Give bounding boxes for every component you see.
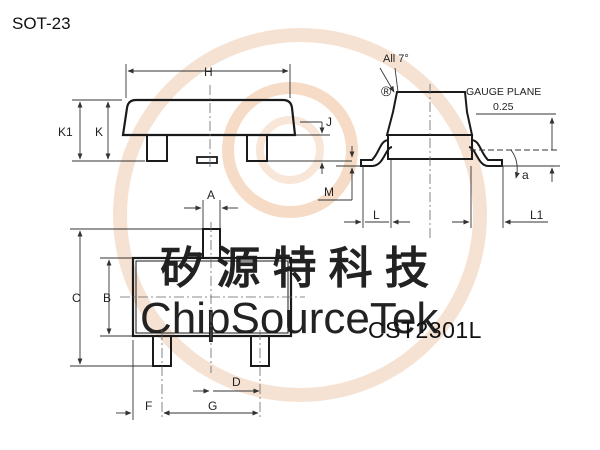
label-K1: K1 [58,125,73,139]
label-D: D [232,375,241,389]
watermark-ring [113,28,487,402]
angle-note-arrows [379,67,399,93]
end-view [360,84,503,240]
top-view [120,222,305,420]
label-C: C [72,291,81,305]
label-L1: L1 [530,208,544,222]
dimension-J [268,121,352,174]
dimension-A [184,200,238,228]
side-lead-left [146,134,168,162]
watermark-latin: ChipSourceTek [140,294,439,343]
watermark-chinese: 矽 源 特 科 技 [160,244,429,293]
side-lead-middle [196,156,218,164]
part-number: CST2301L [368,317,482,343]
label-M: M [324,185,334,199]
dimension-B [100,257,132,337]
dimension-C [70,228,202,367]
label-L: L [373,208,380,222]
gauge-plane-value: 0.25 [493,101,514,113]
label-J: J [326,115,332,129]
watermark: ® 矽 源 特 科 技 ChipSourceTek [113,28,487,402]
label-K: K [95,125,103,139]
side-view [121,85,297,170]
package-title: SOT-23 [12,14,71,33]
side-lead-right [246,134,268,162]
gauge-plane-label: GAUGE PLANE [466,86,541,98]
label-A: A [207,188,215,202]
label-G: G [208,399,217,413]
angle-note: All 7° [383,53,409,65]
label-a: a [522,168,529,182]
gauge-plane [470,113,560,182]
dimension-K1 [72,99,145,162]
dimension-M [318,146,362,201]
label-F: F [145,399,152,413]
dimension-H [125,64,291,98]
dimension-L1 [452,166,548,228]
dimension-L [344,160,410,228]
label-B: B [103,291,111,305]
watermark-registered: ® [381,83,392,99]
label-H: H [204,65,213,79]
top-lead-top [202,228,221,259]
